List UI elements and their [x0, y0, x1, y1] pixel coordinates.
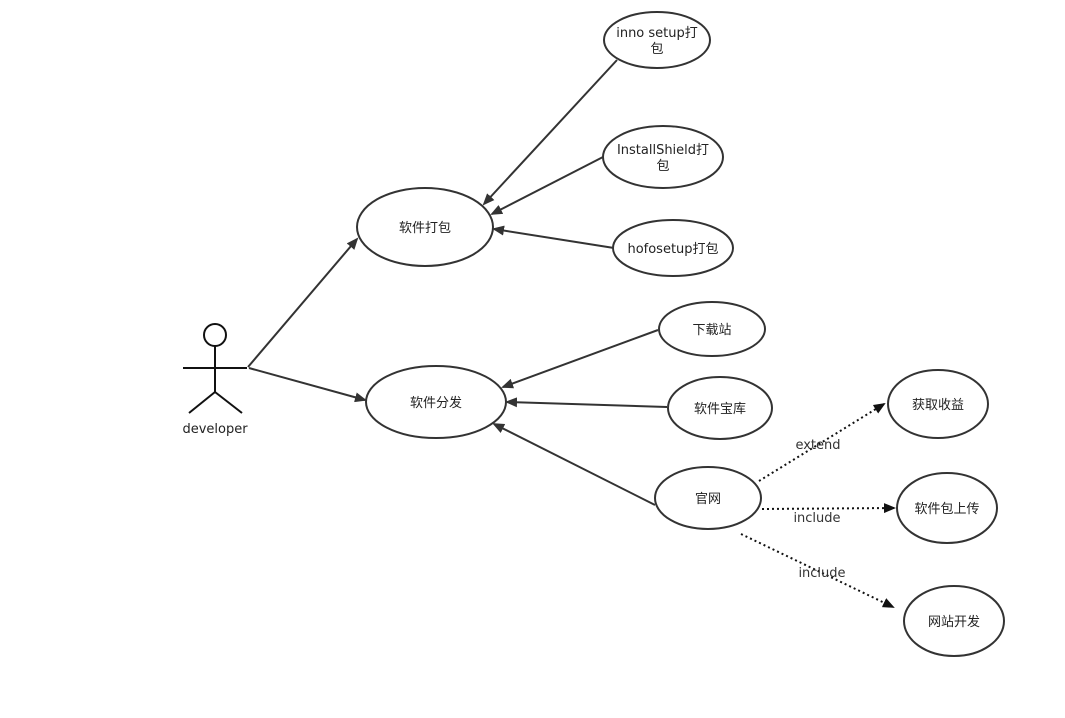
include-label-website: include: [798, 566, 845, 581]
usecase-hofosetup-label: hofosetup打包: [627, 242, 718, 257]
extend-label: extend: [795, 438, 840, 453]
edge-inno-to-packaging: [482, 59, 618, 206]
actor-right-leg: [214, 391, 243, 414]
actor-head: [203, 323, 227, 347]
usecase-get-revenue-label: 获取收益: [912, 398, 964, 413]
usecase-software-packaging-label: 软件打包: [399, 221, 451, 236]
edge-download-to-distribution: [501, 329, 659, 389]
usecase-get-revenue: 获取收益: [887, 369, 989, 439]
usecase-inno-setup-label-line1: inno setup打: [616, 26, 698, 41]
usecase-software-distribution: 软件分发: [365, 365, 507, 439]
usecase-software-store-label: 软件宝库: [694, 401, 746, 417]
usecase-software-packaging: 软件打包: [356, 187, 494, 267]
usecase-software-distribution-label: 软件分发: [410, 395, 462, 411]
usecase-official-site: 官网: [654, 466, 762, 530]
usecase-download-site: 下载站: [658, 301, 766, 357]
edge-actor-to-distribution: [248, 367, 367, 403]
usecase-website-dev: 网站开发: [903, 585, 1005, 657]
edge-hofosetup-to-packaging: [492, 225, 615, 249]
include-label-upload: include: [793, 511, 840, 526]
usecase-package-upload: 软件包上传: [896, 472, 998, 544]
edge-installshield-to-packaging: [490, 156, 604, 215]
usecase-download-site-label: 下载站: [692, 323, 731, 338]
edge-include-upload: [761, 503, 896, 514]
usecase-installshield: InstallShield打 包: [602, 125, 724, 189]
actor-left-leg: [188, 391, 216, 414]
usecase-official-site-label: 官网: [695, 491, 721, 507]
edge-store-to-distribution: [505, 397, 668, 408]
edge-include-website: [740, 533, 895, 608]
actor-developer: developer: [182, 323, 248, 437]
edge-official-to-distribution: [492, 423, 656, 506]
usecase-hofosetup: hofosetup打包: [612, 219, 734, 277]
usecase-inno-setup: inno setup打 包: [603, 11, 711, 69]
usecase-website-dev-label: 网站开发: [928, 614, 980, 630]
usecase-package-upload-label: 软件包上传: [914, 502, 979, 517]
usecase-installshield-label-line2: 包: [656, 159, 669, 174]
actor-label: developer: [182, 422, 248, 437]
usecase-software-store: 软件宝库: [667, 376, 773, 440]
usecase-installshield-label-line1: InstallShield打: [617, 143, 709, 158]
usecase-inno-setup-label-line2: 包: [650, 42, 663, 57]
edge-actor-to-packaging: [247, 237, 359, 368]
